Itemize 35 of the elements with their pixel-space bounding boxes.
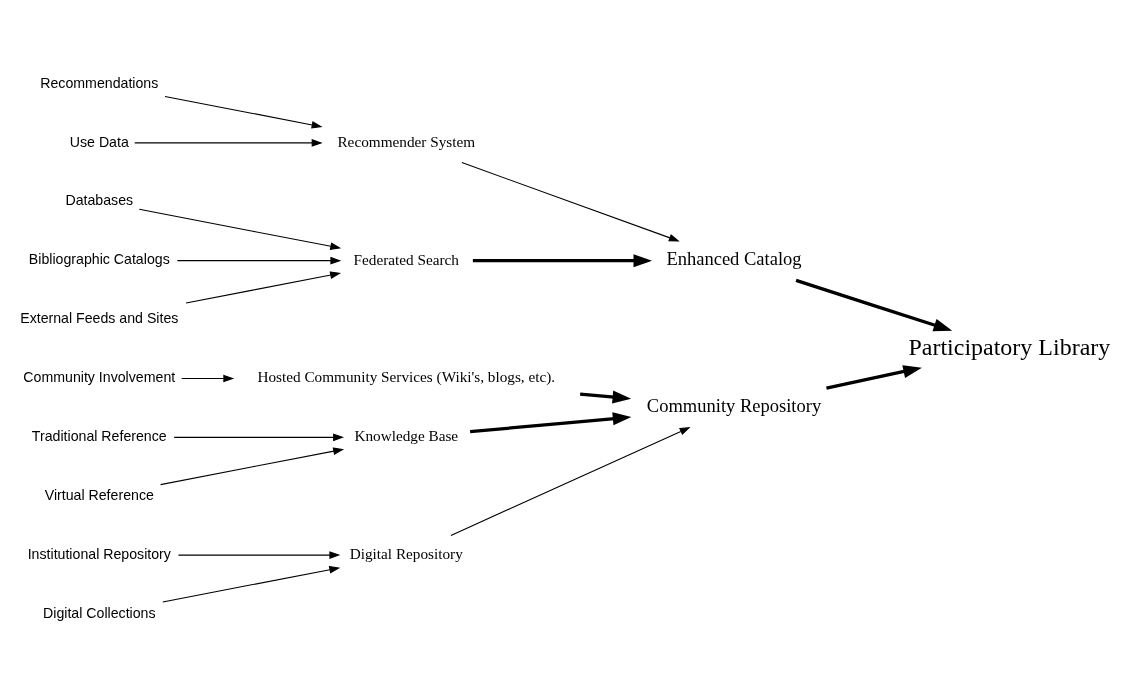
arrow	[164, 95, 323, 129]
node-text: Digital Repository	[349, 545, 463, 563]
node-text: Enhanced Catalog	[666, 248, 802, 270]
arrow	[795, 278, 953, 332]
node-text: Bibliographic Catalogs	[28, 251, 170, 268]
node-text: Hosted Community Services (Wiki's, blogs, etc).	[257, 368, 556, 386]
node-text: Recommender System	[337, 132, 476, 150]
arrow	[176, 256, 342, 265]
node-text: Recommendations	[40, 74, 159, 91]
arrow	[173, 433, 345, 442]
node-text: Institutional Repository	[27, 545, 171, 562]
node-text: Community Repository	[646, 395, 822, 417]
arrow	[580, 390, 632, 404]
arrow	[134, 139, 323, 147]
node-text: Databases	[65, 192, 134, 209]
arrow	[177, 551, 341, 559]
arrow	[470, 412, 632, 434]
arrow	[138, 208, 342, 250]
arrow	[160, 447, 345, 486]
arrow	[162, 565, 341, 603]
node-text: Traditional Reference	[31, 428, 167, 445]
node-text: External Feeds and Sites	[20, 310, 179, 327]
node-text: Participatory Library	[908, 334, 1111, 361]
node-text: Community Involvement	[23, 369, 176, 386]
arrow	[185, 271, 342, 304]
arrow	[472, 254, 653, 268]
arrow	[450, 427, 691, 536]
arrow	[461, 162, 680, 242]
node-text: Knowledge Base	[354, 427, 459, 445]
node-text: Use Data	[69, 133, 129, 150]
node-text: Virtual Reference	[44, 486, 154, 503]
arrow	[181, 374, 235, 383]
arrow	[826, 365, 922, 390]
node-text: Federated Search	[353, 250, 459, 268]
node-text: Digital Collections	[43, 604, 156, 621]
